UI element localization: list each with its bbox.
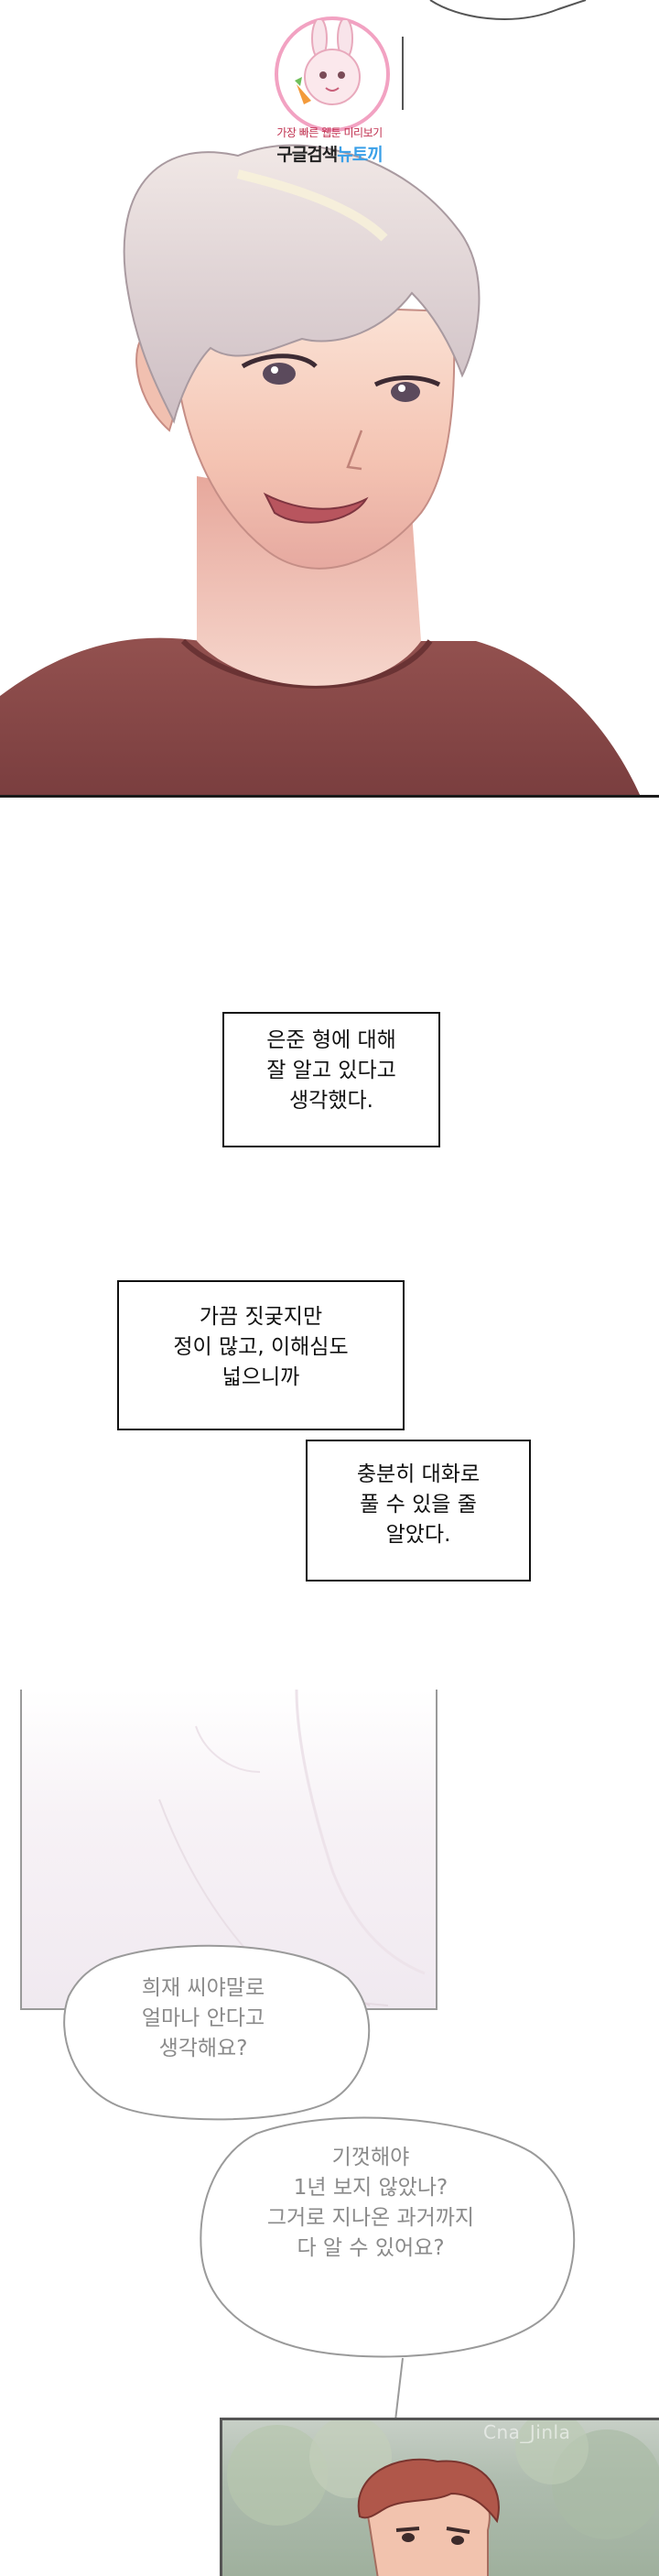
watermark-badge: 가장 빠른 웹툰 미리보기 구글검색뉴토끼 (247, 7, 412, 166)
left-eye (263, 363, 296, 385)
narration-line: 가끔 짓궂지만 (199, 1305, 323, 1329)
speech-bubble-2 (200, 2116, 576, 2358)
dialogue-line: 기껏해야 (331, 2146, 410, 2169)
narration-line: 알았다. (385, 1523, 451, 1547)
watermark-search-main: 구글검색 (276, 145, 338, 165)
hair-highlight (236, 169, 388, 242)
panel-character-smirk (0, 0, 659, 797)
hair (123, 144, 481, 424)
watermark-tagline: 가장 빠른 웹툰 미리보기 (276, 126, 383, 139)
left-eye-line (241, 353, 318, 369)
panel-divider (0, 795, 659, 798)
narration-line: 정이 많고, 이해심도 (173, 1335, 349, 1359)
narration-line: 은준 형에 대해 (266, 1028, 396, 1052)
bubble-edge (429, 0, 587, 20)
speech-bubble-1 (63, 1944, 371, 2121)
speech-bubble-cluster (63, 1944, 576, 2436)
narration-line: 풀 수 있을 줄 (360, 1493, 477, 1516)
dialogue-line: 얼마나 안다고 (141, 2006, 265, 2030)
dialogue-line: 다 알 수 있어요? (297, 2236, 445, 2260)
watermark-circle (275, 16, 390, 132)
left-eye-shine (271, 366, 278, 374)
right-eye-line (373, 375, 441, 387)
dialogue-line: 1년 보지 않았나? (293, 2176, 448, 2200)
right-eye-shine (398, 385, 405, 392)
right-eye (391, 382, 420, 402)
outdoor-character-illustration (227, 2420, 659, 2576)
panel-outdoor-character (220, 2418, 659, 2576)
character-illustration (0, 0, 641, 797)
shirt (0, 637, 641, 797)
bunny-icon (295, 17, 361, 105)
dialogue-line: 생각해요? (158, 2037, 248, 2060)
speech-bubble-1-text: 희재 씨야말로 얼마나 안다고 생각해요? (93, 1973, 313, 2064)
dialogue-line: 그거로 지나온 과거까지 (266, 2206, 475, 2230)
face (172, 300, 456, 570)
panel-credit-text: Cna_Jinla (483, 2421, 571, 2443)
narration-line: 충분히 대화로 (356, 1462, 481, 1486)
watermark-search-text: 구글검색뉴토끼 (247, 141, 412, 166)
narration-line: 잘 알고 있다고 (266, 1059, 396, 1082)
mouth (263, 492, 369, 524)
narration-line: 넓으니까 (221, 1365, 300, 1389)
narration-box-1: 은준 형에 대해 잘 알고 있다고 생각했다. (222, 1012, 440, 1147)
narration-box-3: 충분히 대화로 풀 수 있을 줄 알았다. (306, 1440, 531, 1581)
narration-box-2: 가끔 짓궂지만 정이 많고, 이해심도 넓으니까 (117, 1280, 405, 1430)
watermark-brand: 뉴토끼 (337, 145, 383, 165)
nose (346, 429, 363, 471)
dialogue-line: 희재 씨야말로 (141, 1976, 265, 2000)
speech-bubble-2-text: 기껏해야 1년 보지 않았나? 그거로 지나온 과거까지 다 알 수 있어요? (211, 2143, 531, 2264)
narration-line: 생각했다. (289, 1089, 373, 1113)
